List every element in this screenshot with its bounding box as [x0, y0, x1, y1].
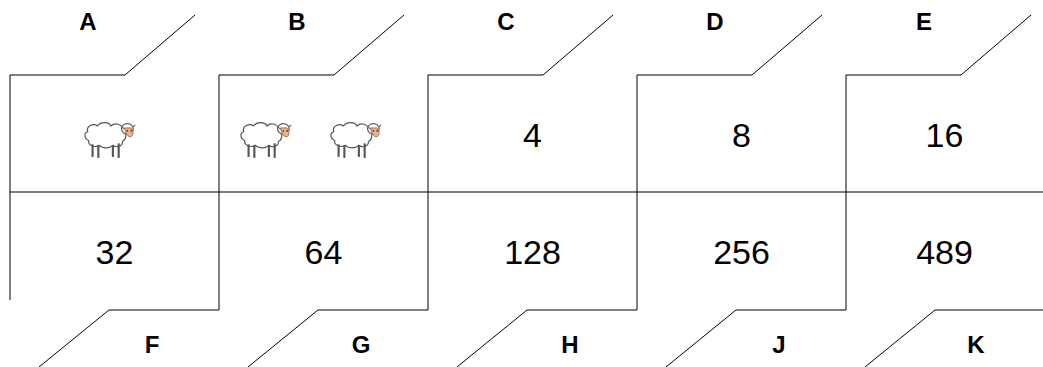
- cell-letter: B: [288, 8, 305, 36]
- cell-letter: K: [967, 331, 984, 359]
- cell-number: 32: [96, 233, 134, 272]
- cell-letter: H: [561, 331, 578, 359]
- cell-letter: G: [352, 331, 371, 359]
- cell-number: 8: [732, 115, 751, 154]
- cell-number: 489: [916, 233, 973, 272]
- grid-cell: B: [219, 75, 428, 192]
- cell-number: 128: [504, 233, 561, 272]
- cell-letter: D: [706, 8, 723, 36]
- sheep-icon: [85, 123, 135, 158]
- sheep-icon: [331, 123, 381, 158]
- cell-letter: E: [916, 8, 932, 36]
- grid-cell: C4: [428, 75, 637, 192]
- cell-letter: C: [497, 8, 514, 36]
- cell-letter: A: [79, 8, 96, 36]
- sheep-icon: [241, 123, 291, 158]
- grid-cell: A: [10, 75, 219, 192]
- grid-cell: H128: [428, 192, 637, 310]
- grid-cell: K489: [846, 192, 1043, 310]
- grid-cell: F32: [10, 192, 219, 310]
- cell-number: 256: [713, 233, 770, 272]
- grid-cell: E16: [846, 75, 1043, 192]
- cell-letter: F: [145, 331, 160, 359]
- grid-cell: D8: [637, 75, 846, 192]
- grid-cell: G64: [219, 192, 428, 310]
- grid-cell: J256: [637, 192, 846, 310]
- cell-number: 4: [523, 115, 542, 154]
- cell-number: 64: [305, 233, 343, 272]
- cell-number: 16: [926, 115, 964, 154]
- cell-letter: J: [772, 331, 785, 359]
